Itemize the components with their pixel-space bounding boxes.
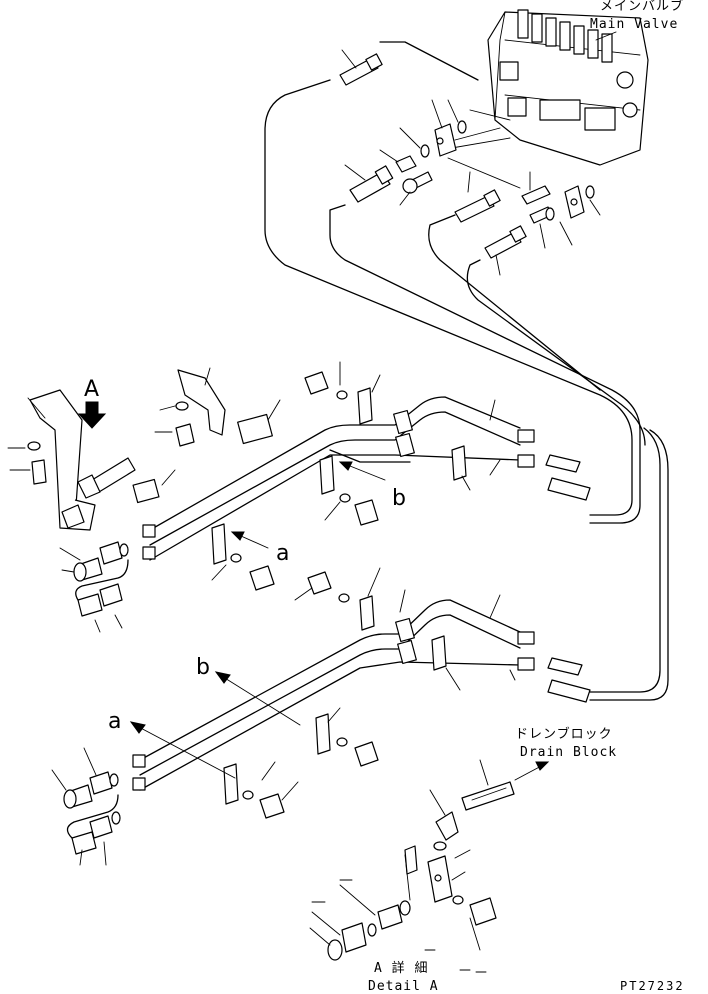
ref-label-a-upper: a [276,541,289,566]
detail-label-en: Detail A [368,979,439,994]
lower-pipe-set [132,571,591,819]
valve-fittings [339,53,595,259]
ref-label-b-lower: b [196,655,210,680]
main-valve-label-en: Main Valve [590,17,678,32]
left-fittings-upper [59,541,129,633]
ref-arrow-a-upper [230,531,269,549]
ref-arrow-b-upper [338,461,386,481]
main-valve [487,9,649,166]
ref-label-a-lower: a [108,709,121,734]
valve-leader-lines [341,49,601,276]
left-fittings-lower [51,747,121,866]
ref-arrow-b-lower [214,671,301,726]
figure-code: PT27232 [620,979,685,993]
left-bracket-assembly [27,369,273,531]
drain-block-assembly [327,761,550,961]
drain-block-label-en: Drain Block [520,745,617,760]
ref-arrow-a-lower [129,721,236,779]
view-arrow-a [77,401,107,429]
view-label-a: A [84,377,99,402]
left-leaders [7,367,281,486]
detail-label-jp: A 詳 細 [374,960,428,976]
main-valve-label-jp: メインバルブ [600,0,684,14]
long-hoses [264,41,669,701]
upper-leaders [211,361,501,581]
drain-leaders [309,759,489,973]
ref-label-b-upper: b [392,486,406,511]
drain-block-label-jp: ドレンブロック [515,726,613,742]
upper-pipe-set [142,371,591,591]
lower-leaders [261,567,516,801]
